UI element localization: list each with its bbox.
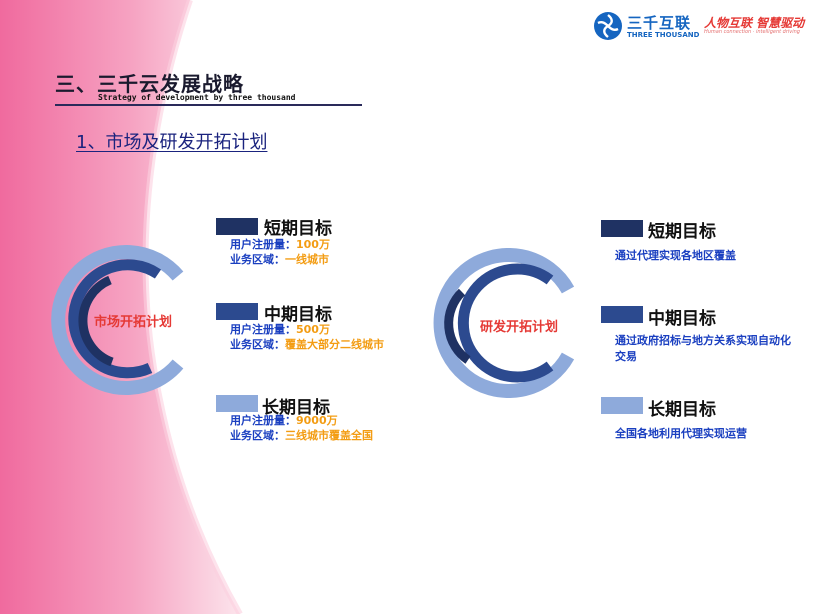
logo-name-cn: 三千互联: [627, 14, 692, 32]
rd-short-term-title: 短期目标: [648, 222, 716, 242]
market-short-term-users: 用户注册量：100万: [230, 238, 330, 251]
market-ring-label: 市场开拓计划: [94, 315, 173, 330]
rd-short-term-marker: [601, 220, 643, 237]
rd-mid-term-marker: [601, 306, 643, 323]
market-ring-graphic: [51, 245, 184, 395]
logo-name-en: THREE THOUSAND: [627, 31, 700, 39]
market-long-term-area: 业务区域：三线城市覆盖全国: [230, 429, 373, 442]
market-mid-term-title: 中期目标: [264, 305, 332, 325]
logo-slogan: 人物互联 智慧驱动: [704, 16, 805, 30]
logo-slogan-en: Human connection · intelligent driving: [704, 29, 800, 35]
rd-short-term-desc: 通过代理实现各地区覆盖: [615, 249, 736, 262]
section-title: 1、市场及研发开拓计划: [76, 132, 268, 153]
page-subtitle: Strategy of development by three thousan…: [98, 93, 296, 102]
market-short-term-area: 业务区域：一线城市: [230, 253, 329, 266]
rd-long-term-desc: 全国各地利用代理实现运营: [615, 427, 747, 440]
rd-long-term-marker: [601, 397, 643, 414]
rd-mid-term-desc: 通过政府招标与地方关系实现自动化交易: [615, 334, 791, 363]
title-underline: [55, 104, 362, 106]
page-title: 三、三千云发展战略: [55, 72, 244, 96]
market-mid-term-marker: [216, 303, 258, 320]
rd-ring-label: 研发开拓计划: [480, 320, 559, 335]
rd-mid-term-title: 中期目标: [648, 309, 716, 329]
market-long-term-users: 用户注册量：9000万: [230, 414, 338, 427]
market-mid-term-users: 用户注册量：500万: [230, 323, 330, 336]
market-mid-term-area: 业务区域：覆盖大部分二线城市: [230, 338, 384, 351]
rd-long-term-title: 长期目标: [648, 400, 716, 420]
market-short-term-title: 短期目标: [264, 219, 332, 239]
three-thousand-logo-icon: [594, 12, 622, 40]
market-long-term-marker: [216, 395, 258, 412]
market-long-term-title: 长期目标: [262, 398, 330, 418]
rd-ring-graphic: [433, 248, 575, 398]
market-short-term-marker: [216, 218, 258, 235]
